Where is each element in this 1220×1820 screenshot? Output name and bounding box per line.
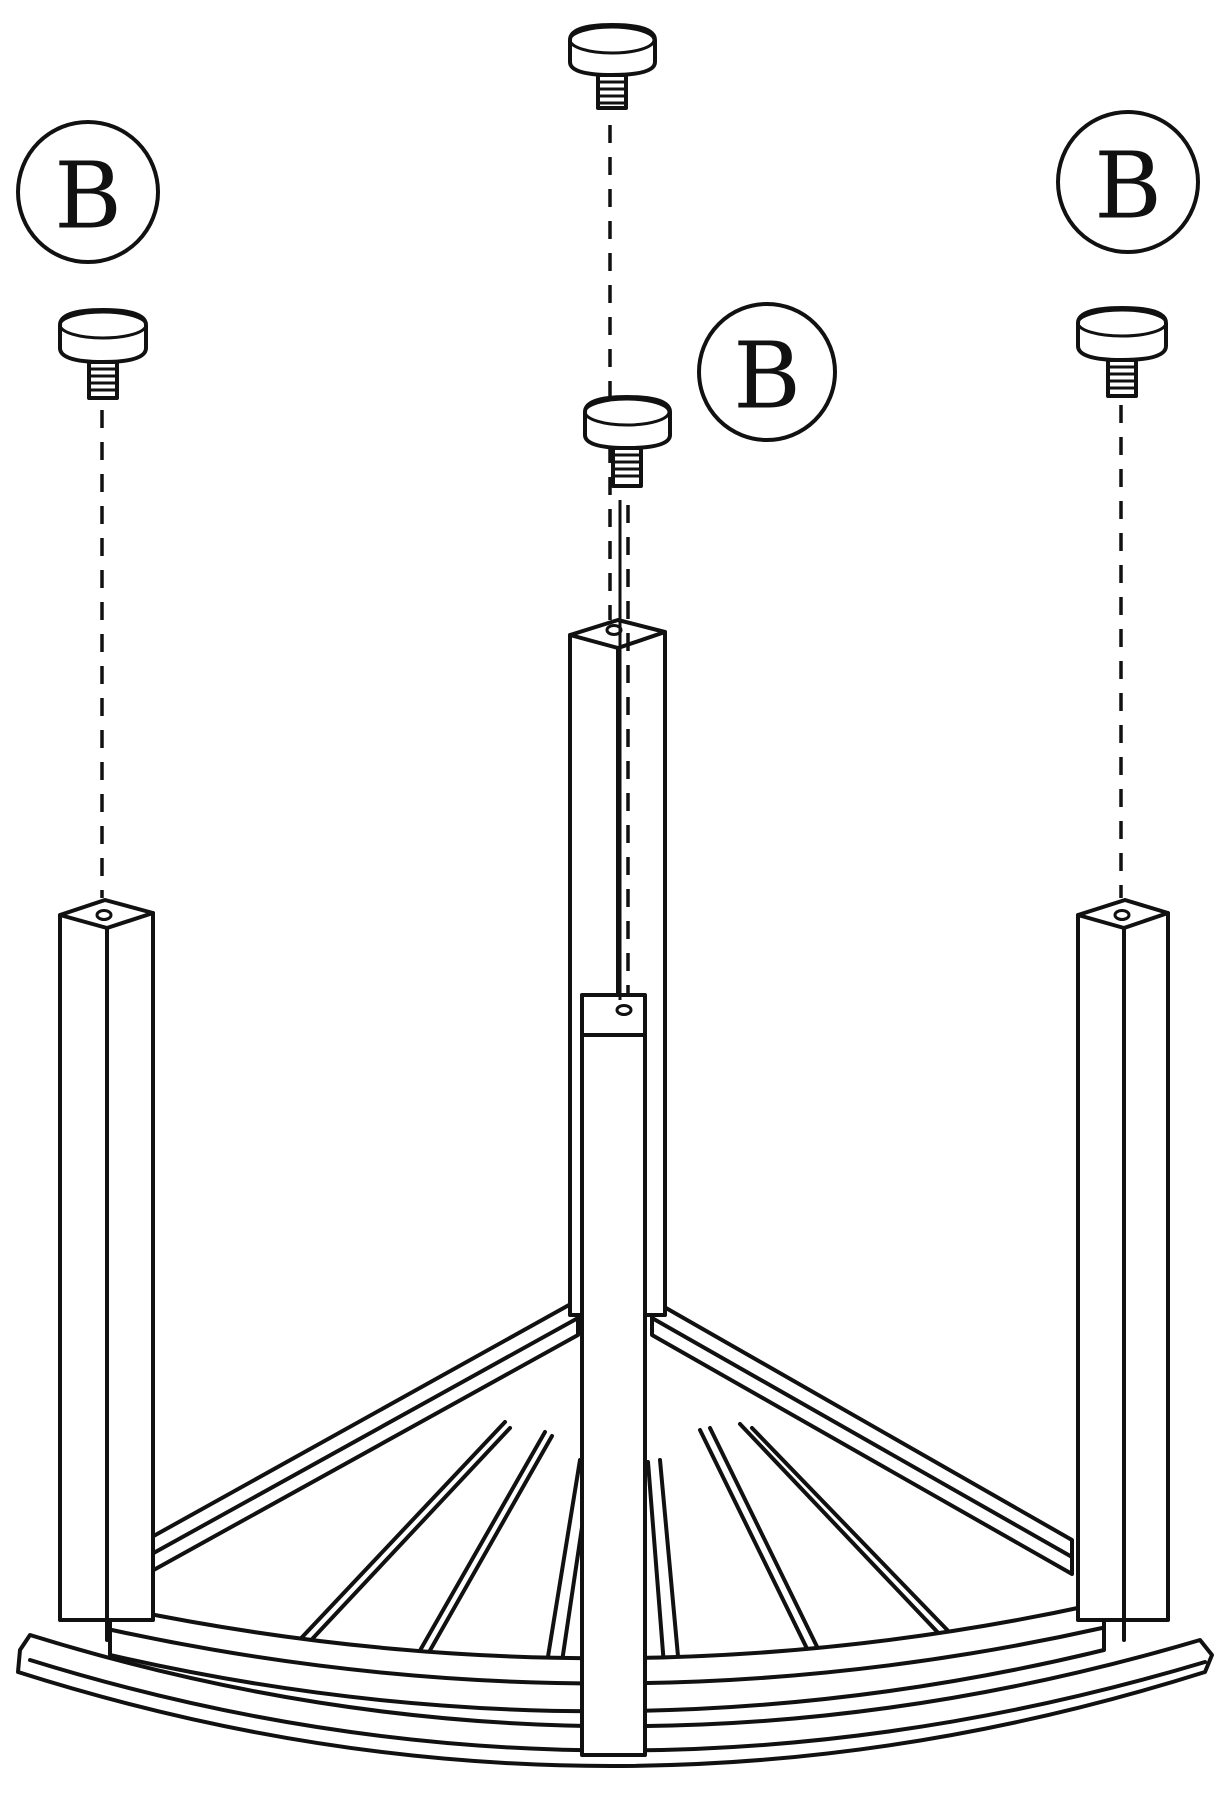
glide-foot-front	[583, 395, 672, 488]
leg-front-center	[580, 993, 647, 1757]
callout-b-center-label: B	[733, 323, 801, 430]
radial-slats	[288, 1420, 957, 1680]
leg-left	[58, 898, 155, 1642]
leg-right	[1076, 898, 1170, 1642]
callout-b-center: B	[697, 302, 837, 442]
glide-foot-right	[1076, 306, 1168, 398]
callout-b-right: B	[1056, 110, 1200, 254]
callout-b-left-label: B	[54, 143, 122, 250]
callout-b-right-label: B	[1094, 133, 1162, 240]
glide-foot-back	[568, 23, 657, 110]
callout-b-left: B	[16, 120, 160, 264]
glide-foot-left	[58, 308, 148, 400]
alignment-guides	[100, 125, 1123, 1000]
